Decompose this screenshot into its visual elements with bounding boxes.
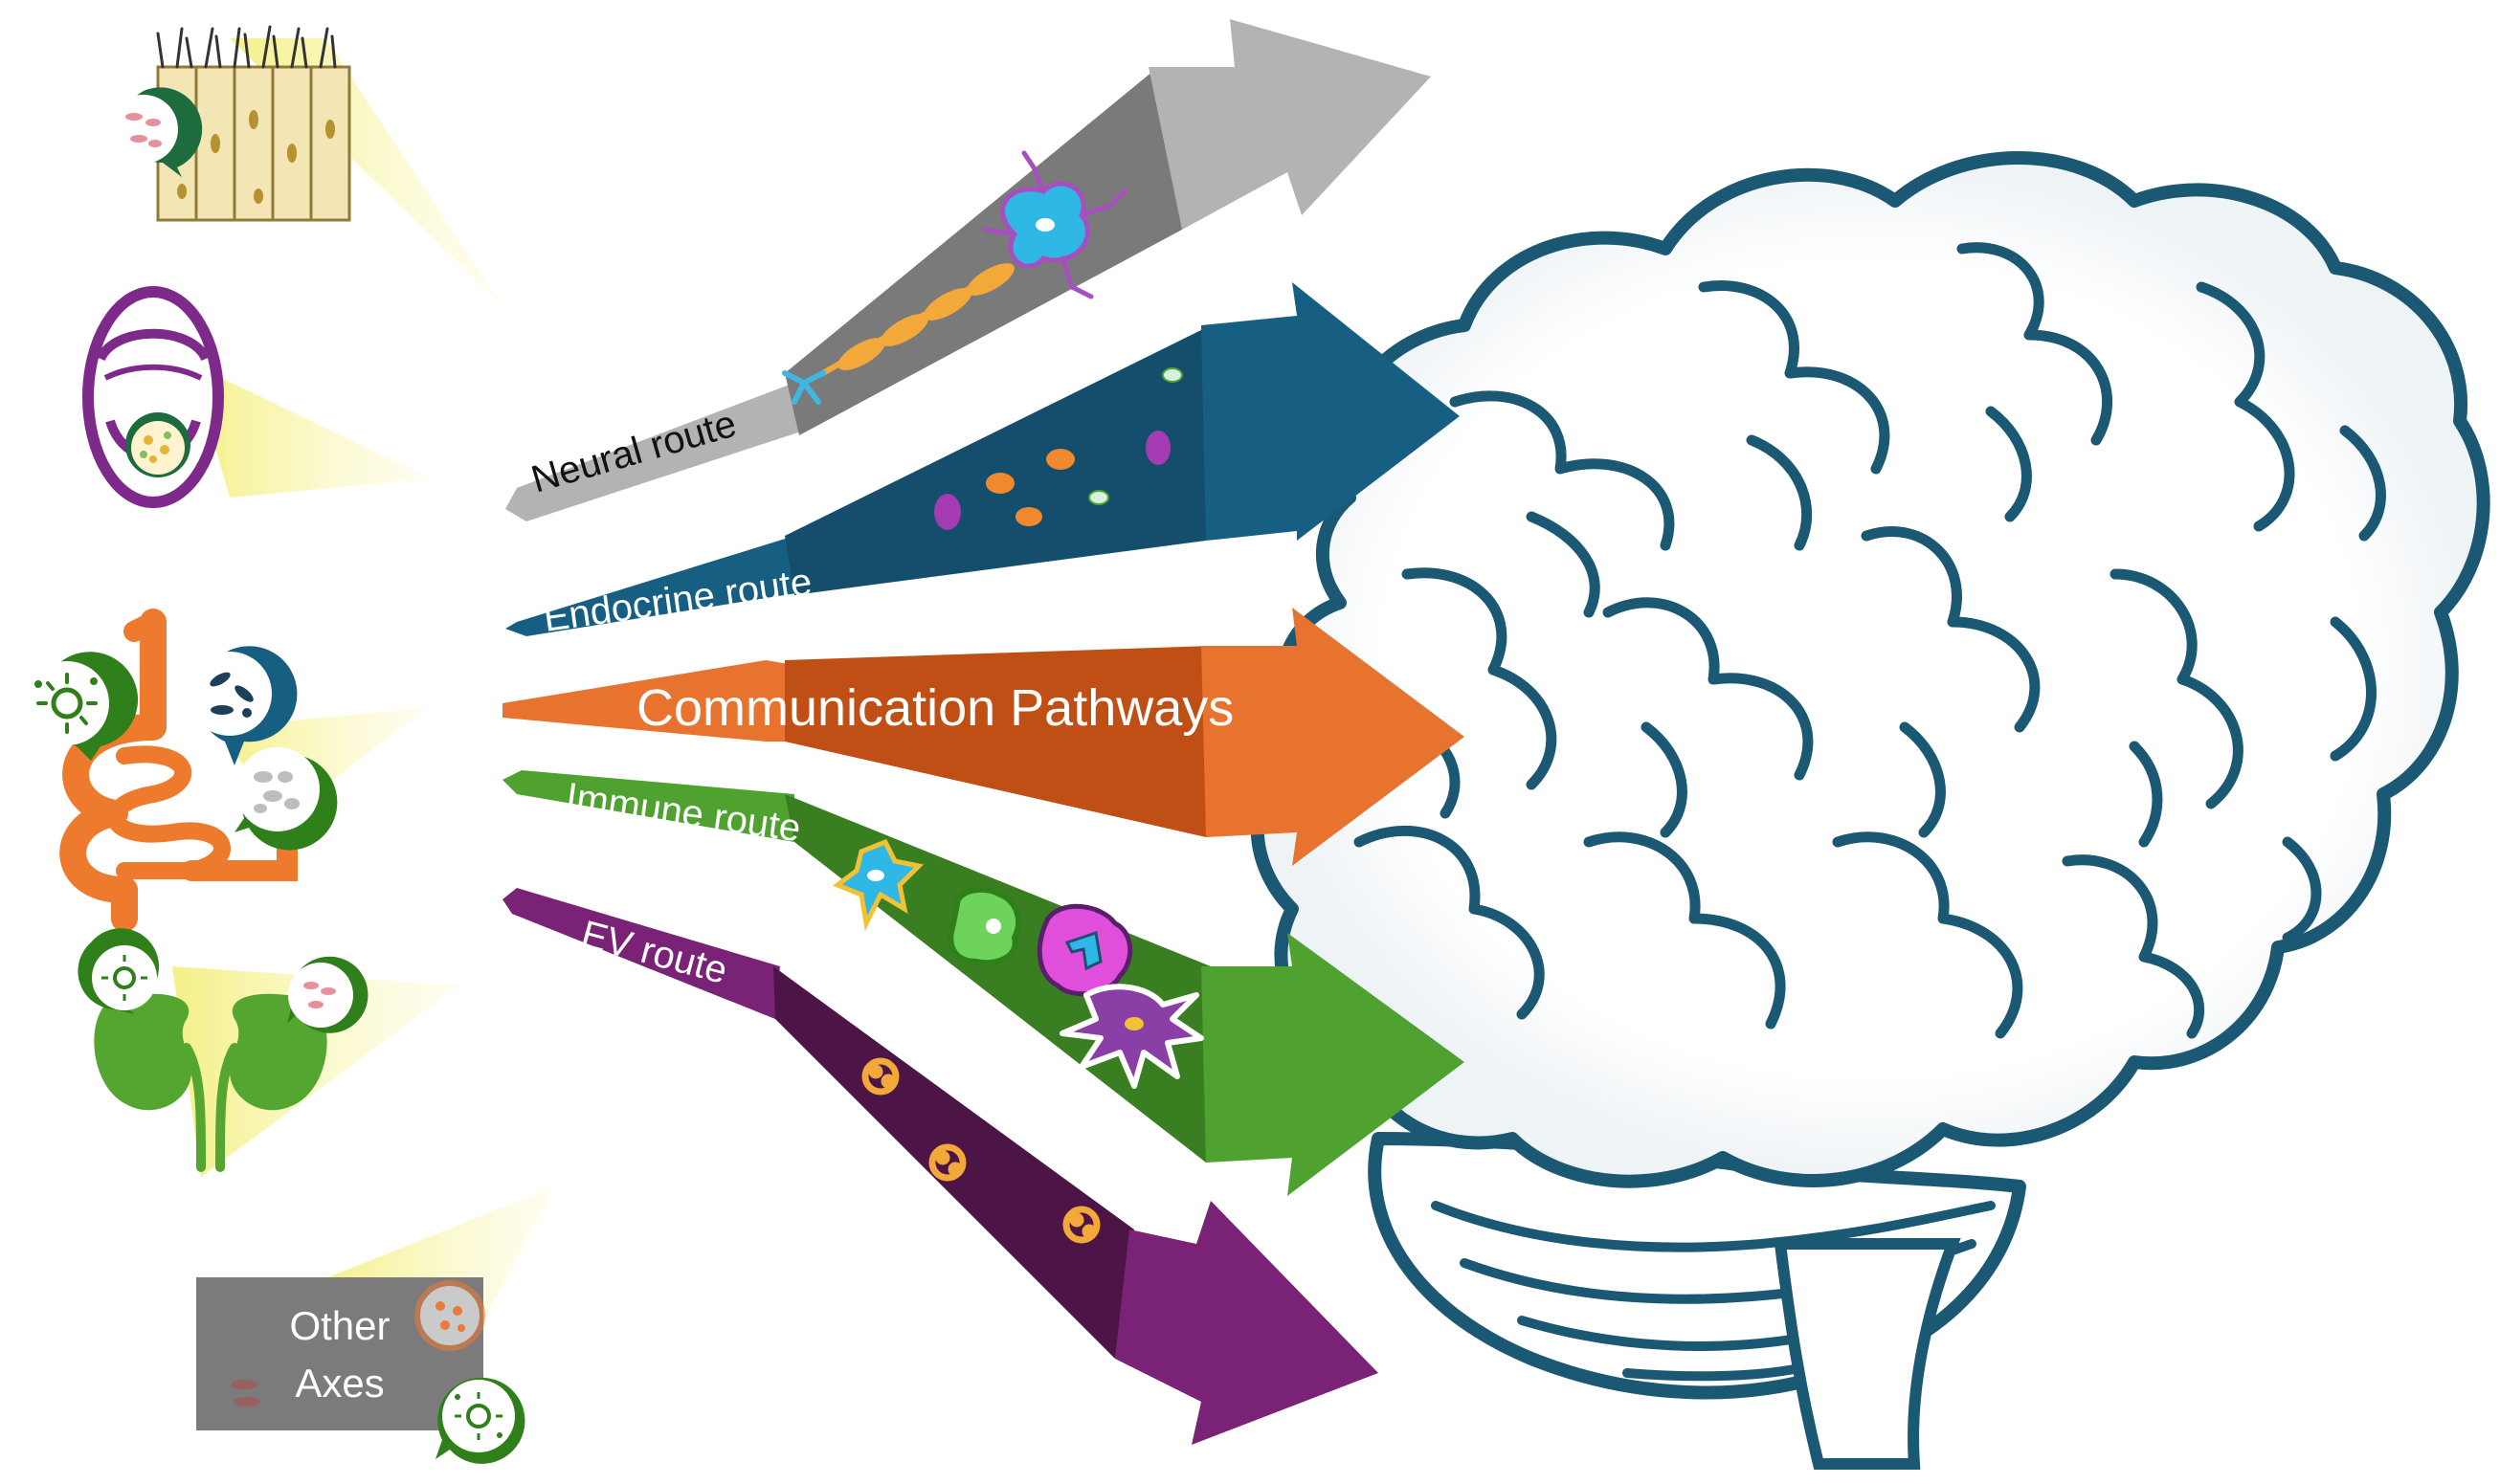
other-axes-virus-badge-icon bbox=[435, 1377, 525, 1464]
neural-arrow-tail bbox=[505, 383, 804, 521]
spore-badge-icon bbox=[234, 747, 338, 851]
ev-arrow-tail bbox=[502, 888, 780, 1019]
neuron-icon bbox=[782, 150, 1127, 405]
communication-pathways-label: Communication Pathways bbox=[636, 679, 1234, 737]
nose-epithelium-icon bbox=[156, 25, 351, 222]
brain-stem-outline bbox=[1774, 1238, 1961, 1470]
immune-arrow-body bbox=[785, 794, 1211, 1163]
endocrine-arrow-head bbox=[1201, 282, 1460, 541]
microbe-badge-icon bbox=[109, 87, 203, 177]
other-axes-label-line1: Other bbox=[289, 1303, 390, 1348]
cerebrum-outline bbox=[1250, 151, 2490, 1188]
other-axes-box: Other Axes bbox=[196, 1277, 483, 1430]
extracellular-vesicles bbox=[861, 1057, 1101, 1244]
virus-badge-icon bbox=[25, 652, 139, 761]
kidney-icon bbox=[94, 993, 327, 1172]
immune-arrow-head bbox=[1201, 933, 1464, 1196]
kidney-virus-badge-icon bbox=[78, 928, 160, 1014]
other-axes-label-line2: Axes bbox=[295, 1361, 384, 1406]
brain-icon bbox=[1250, 151, 2490, 1470]
immune-arrow-tail bbox=[502, 770, 794, 842]
comm-arrow-body bbox=[785, 646, 1211, 837]
hormone-molecules bbox=[934, 367, 1183, 530]
other-axes-microbe-badge-icon bbox=[414, 1280, 485, 1351]
beam-mouth bbox=[191, 364, 431, 498]
neural-arrow-head bbox=[1149, 19, 1431, 230]
comm-arrow-tail bbox=[502, 660, 794, 742]
ev-route-label: EV route bbox=[577, 913, 732, 992]
bacteria-badge-icon bbox=[188, 646, 298, 765]
mouth-icon bbox=[82, 286, 224, 508]
endocrine-arrow-body bbox=[785, 325, 1211, 595]
brain-gyri bbox=[1353, 242, 2386, 1039]
kidney-microbe-badge-icon bbox=[287, 956, 368, 1033]
communication-arrow: Communication Pathways bbox=[502, 608, 1464, 866]
ev-arrow-head bbox=[1115, 1201, 1378, 1445]
immune-cells bbox=[832, 838, 1204, 1089]
comm-arrow-head bbox=[1201, 608, 1464, 866]
endocrine-arrow-tail bbox=[505, 536, 796, 636]
